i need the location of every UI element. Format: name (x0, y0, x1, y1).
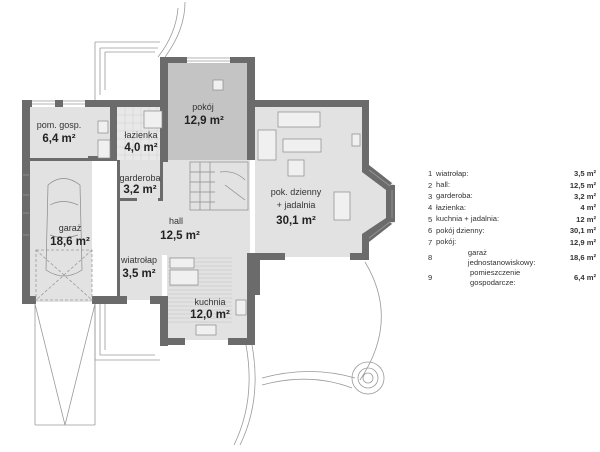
room-area-dzienny: 30,1 m² (276, 215, 316, 227)
legend-row: 8 garaż jednostanowiskowy: 18,6 m² (428, 248, 596, 268)
legend-number: 6 (428, 226, 433, 236)
legend-value: 3,2 m² (574, 191, 596, 201)
legend-number: 1 (428, 169, 433, 179)
legend-name: garderoba: (436, 191, 473, 201)
room-label-lazienka: łazienka (124, 130, 157, 140)
room-label-pokoj: pokój (192, 102, 214, 112)
room-area-wiatrolap: 3,5 m² (122, 268, 155, 280)
room-label-dzienny: pok. dzienny (271, 187, 322, 197)
legend-value: 12 m² (576, 214, 596, 224)
room-area-garderoba: 3,2 m² (123, 184, 156, 196)
legend-number: 7 (428, 237, 433, 247)
room-label-wiatrolap: wiatrołap (120, 255, 157, 265)
legend-value: 18,6 m² (569, 253, 596, 263)
legend-value: 6,4 m² (574, 273, 596, 283)
legend-name: garaż jednostanowiskowy: (467, 247, 536, 267)
room-labels: pom. gosp. 6,4 m² łazienka 4,0 m² pokój … (37, 102, 322, 321)
legend-name: kuchnia + jadalnia: (436, 214, 500, 224)
bathroom-tiles (117, 107, 163, 160)
room-label-garderoba: garderoba (119, 173, 160, 183)
furniture (97, 79, 361, 336)
room-label-jadalnia: + jadalnia (277, 200, 316, 210)
room-area-pokoj: 12,9 m² (184, 115, 224, 127)
room-area-lazienka: 4,0 m² (124, 142, 157, 154)
legend-name: pokój: (436, 237, 457, 247)
legend-name: łazienka: (436, 202, 466, 212)
legend-number: 4 (428, 203, 433, 213)
legend-number: 9 (428, 273, 433, 283)
windows (23, 57, 393, 239)
legend-value: 12,5 m² (569, 180, 596, 190)
room-label-kuchnia: kuchnia (194, 297, 225, 307)
legend-number: 2 (428, 180, 433, 190)
staircase (189, 161, 249, 211)
room-label-garaz: garaż (59, 223, 82, 233)
porches (34, 41, 160, 426)
room-label-pom-gosp: pom. gosp. (37, 120, 82, 130)
legend-value: 12,9 m² (569, 237, 596, 247)
legend-value: 3,5 m² (574, 169, 596, 179)
legend-number: 8 (428, 253, 433, 263)
room-area-pom-gosp: 6,4 m² (42, 133, 75, 145)
legend-name: wiatrołap: (436, 168, 469, 178)
legend-number: 5 (428, 214, 433, 224)
room-area-kuchnia: 12,0 m² (190, 309, 230, 321)
legend-number: 3 (428, 191, 433, 201)
room-area-garaz: 18,6 m² (50, 236, 90, 248)
legend-name: pokój dzienny: (436, 225, 485, 235)
terrace-arcs (157, 1, 385, 446)
legend-name: hall: (436, 180, 450, 190)
car-icon (45, 178, 83, 277)
legend-name: pomieszczenie gospodarcze: (470, 267, 521, 287)
room-area-hall: 12,5 m² (160, 230, 200, 242)
legend-value: 30,1 m² (569, 226, 596, 236)
kitchen-floor (168, 257, 232, 323)
legend-row: 9 pomieszczenie gospodarcze: 6,4 m² (428, 268, 596, 288)
room-label-hall: hall (169, 216, 183, 226)
legend-value: 4 m² (580, 203, 596, 213)
